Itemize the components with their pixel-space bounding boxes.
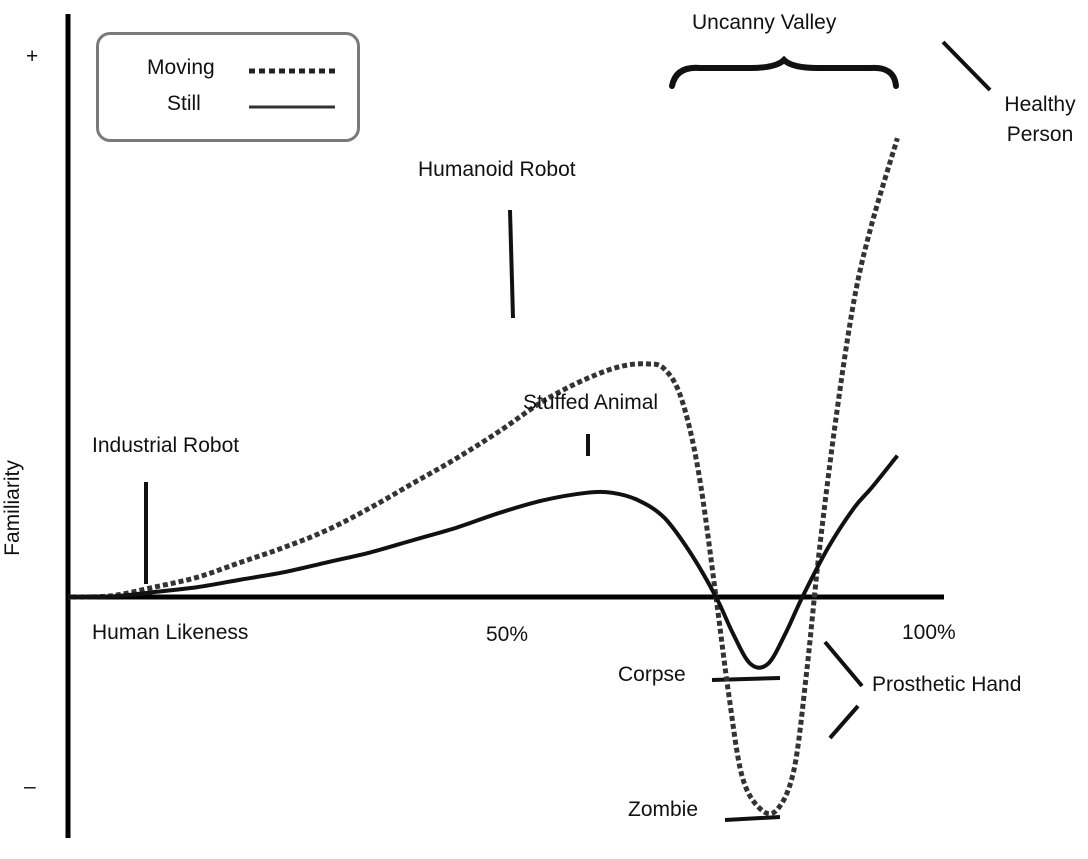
prosthetic-hand-pointer-b (828, 704, 860, 740)
humanoid-robot-pointer (508, 209, 515, 319)
x-axis-label: Human Likeness (92, 621, 249, 644)
zombie-pointer (724, 815, 781, 822)
legend-swatch-moving (249, 68, 335, 74)
y-tick-plus: + (26, 45, 39, 68)
annotation-uncanny-valley: Uncanny Valley (692, 11, 837, 34)
y-axis-label: Familiarity (1, 460, 24, 556)
annotation-pointers (144, 40, 992, 822)
axes (65, 14, 944, 838)
series-layer (67, 137, 900, 817)
uncanny-valley-brace (669, 55, 899, 89)
corpse-pointer (711, 676, 781, 682)
annotation-healthy-person-line2: Person (1006, 123, 1074, 146)
legend-label-moving: Moving (147, 56, 215, 79)
x-tick-100: 100% (902, 621, 956, 644)
annotation-humanoid-robot: Humanoid Robot (418, 158, 576, 181)
healthy-person-pointer (941, 40, 992, 92)
prosthetic-hand-pointer-a (823, 640, 864, 688)
annotation-prosthetic-hand: Prosthetic Hand (872, 673, 1022, 696)
annotation-industrial-robot: Industrial Robot (92, 434, 240, 457)
annotation-corpse: Corpse (618, 663, 686, 686)
annotation-stuffed-animal: Stuffed Animal (523, 391, 659, 414)
legend-swatch-still (249, 105, 335, 109)
legend-item-still: Still (99, 93, 357, 121)
annotation-healthy-person-line1: Healthy (1004, 93, 1076, 116)
series-line-still (67, 454, 899, 670)
annotation-zombie: Zombie (628, 798, 699, 821)
legend-item-moving: Moving (99, 57, 357, 85)
legend-label-still: Still (167, 92, 201, 115)
x-tick-50: 50% (486, 623, 529, 646)
series-line-moving (67, 137, 900, 817)
legend: Moving Still (96, 32, 360, 142)
y-tick-minus: – (24, 775, 36, 798)
